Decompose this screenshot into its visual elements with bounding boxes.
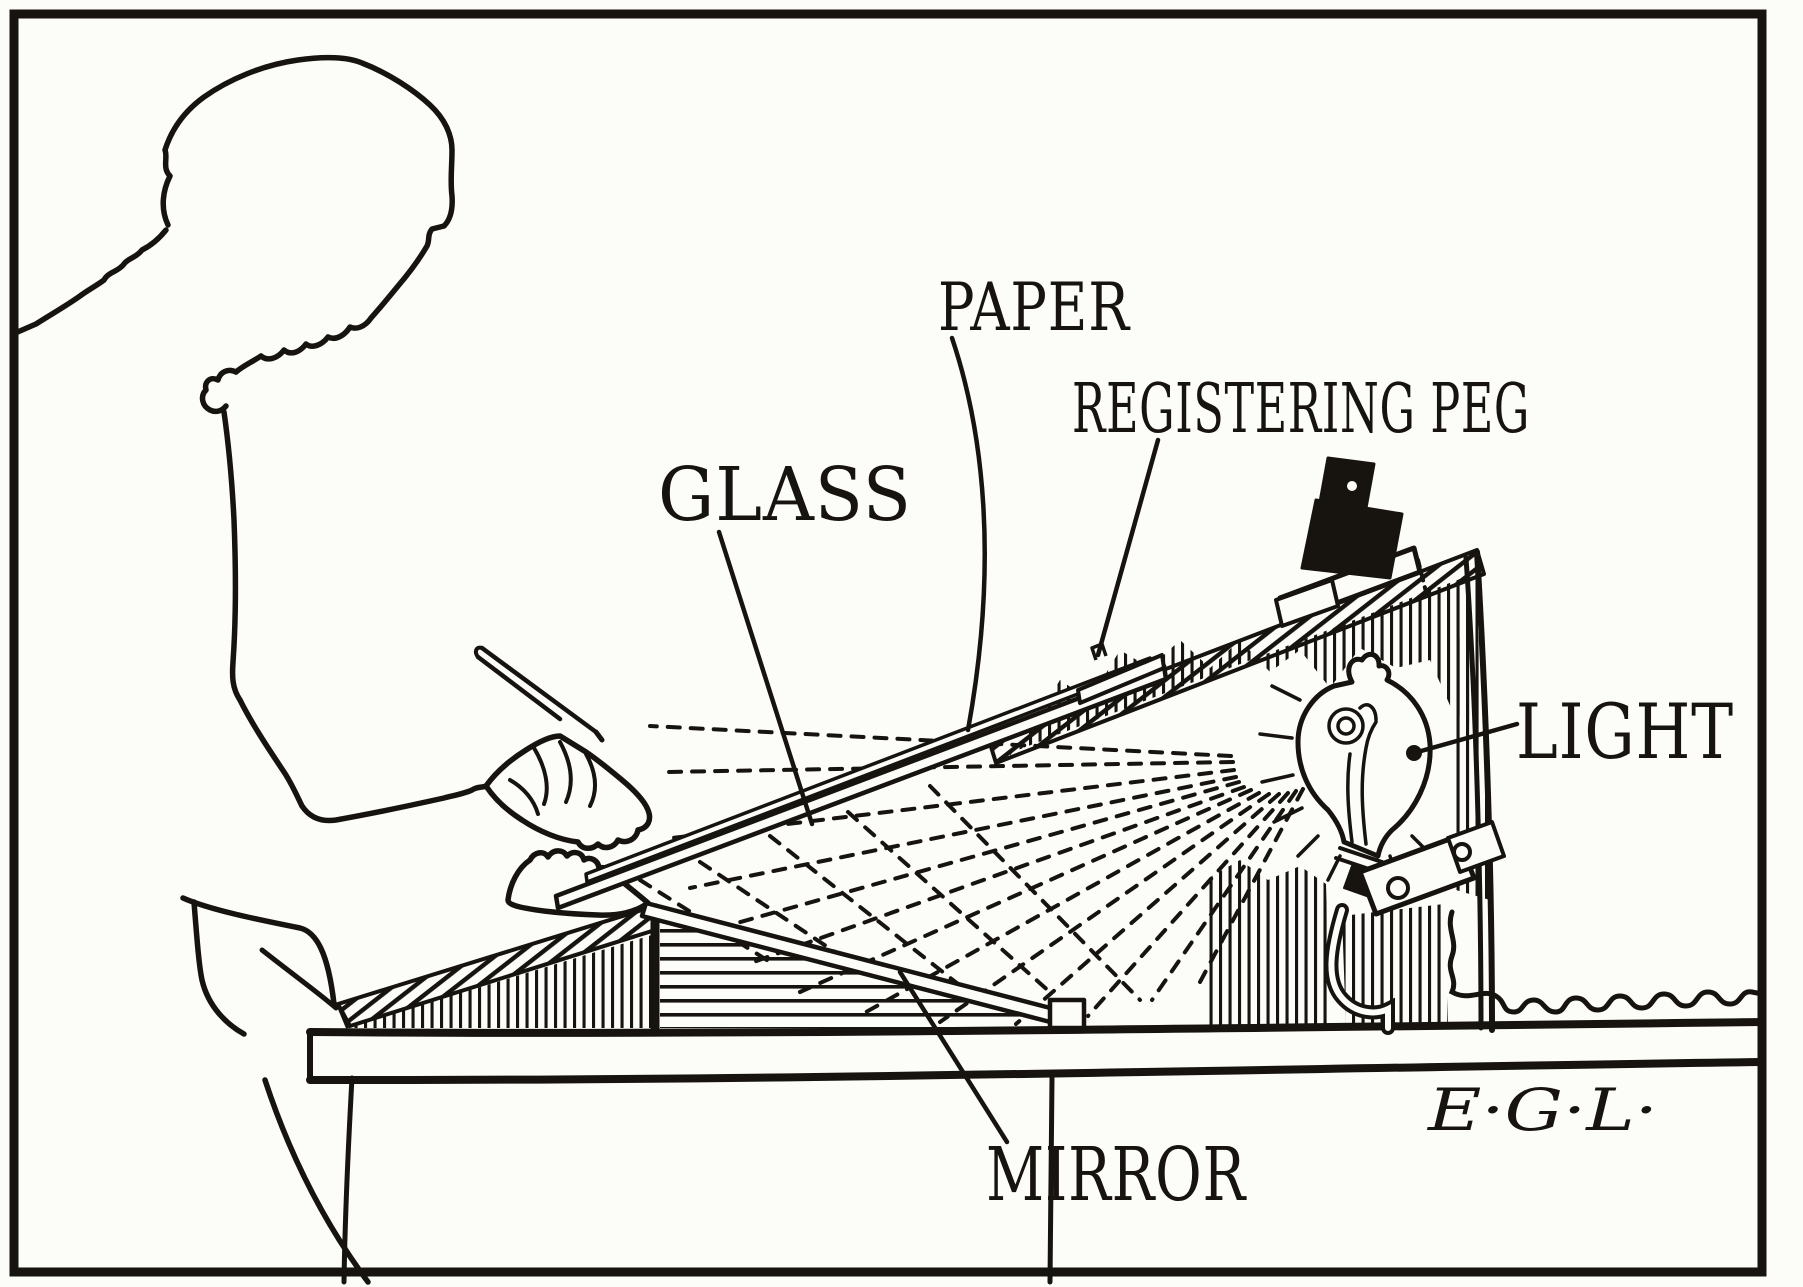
wedge-board [335,903,660,1030]
mirror-foot-block [1047,997,1087,1031]
pencil-upper-edge [479,645,599,735]
label-registering-peg: REGISTERING PEG [1072,370,1530,449]
collar-ear-loop [199,367,239,415]
switch-body [1300,498,1404,580]
paper-leader-line [949,335,987,733]
table-pedestal-left-edge [341,1075,355,1285]
table-slab-bottom-edge [306,1058,1766,1085]
ray [648,724,1233,758]
outer-border-rect [9,9,1767,1277]
label-glass: GLASS [658,452,912,538]
power-switch [1274,456,1423,628]
pencil-tip [593,729,605,743]
table-pedestal-right-edge [1047,1075,1055,1285]
neck-chest-line [221,409,243,703]
ray [664,760,1235,774]
pencil [473,645,605,743]
table-back-edge [259,947,339,1011]
wedge-tip [336,1003,350,1029]
mirror-leader-line [897,969,1010,1145]
power-cord [1447,909,1765,1015]
head-outline [160,54,455,375]
registering-peg [1076,653,1166,705]
artist-signature: E·G·L· [1427,1076,1658,1144]
ray [1014,792,1281,1026]
ray [798,788,1253,994]
pencil-butt-cap [473,645,484,659]
under-bulb-shading [1205,860,1330,1028]
light-leader-line [1411,721,1520,756]
artist-figure [10,54,653,1285]
box-right-edge-outer [1474,549,1495,1033]
ray [938,792,1271,1024]
ray [1086,791,1290,1018]
finger-line-1 [584,752,597,808]
ray [710,780,1241,932]
bulb-filament [1327,703,1378,846]
reflected-ray [768,834,960,986]
thumb-line [508,778,540,816]
frame-border [9,9,1767,1277]
label-mirror: MIRROR [986,1132,1247,1218]
pencil-lower-edge [475,654,563,722]
mirror [639,900,1087,1031]
switch-highlight [1347,481,1357,491]
ray [746,785,1246,966]
finger-line-2 [558,740,573,804]
forearm-underside [299,783,489,824]
reflected-ray [846,810,1054,996]
label-paper: PAPER [938,269,1131,346]
ray [1150,789,1298,1002]
lamp-socket [1343,820,1506,917]
upper-arm-top [237,697,305,809]
registering-peg-leader-line [1095,437,1161,658]
switch-base-step [1274,578,1340,628]
finger-line-3 [532,746,549,806]
socket-screw-2 [1452,842,1472,862]
behind-socket-shading [1342,904,1448,1028]
label-light: LIGHT [1516,687,1734,776]
lamp-support-rod [1324,903,1395,1035]
light-leader-dot [1406,745,1422,761]
knee-line [191,899,247,1037]
ray [1198,787,1305,984]
back-shoulder-line [10,227,169,337]
glass-leader-line [716,529,815,827]
labels: PAPER REGISTERING PEG GLASS LIGHT MIRROR… [658,269,1734,1218]
socket-screw-1 [1386,876,1410,900]
light-bulb [1258,651,1434,882]
thigh-line [180,895,337,1007]
rod-inner [1328,907,1391,1031]
reflected-ray [928,784,1142,1002]
wedge-front-face-shading [352,934,655,1028]
ray [688,775,1238,890]
leader-lines [716,335,1520,1145]
switch-knob-cap [1318,456,1376,510]
box-right-edge-inner [1463,555,1484,1031]
lower-leg-line [262,1077,371,1285]
glass-sheet-edge [553,663,1169,911]
